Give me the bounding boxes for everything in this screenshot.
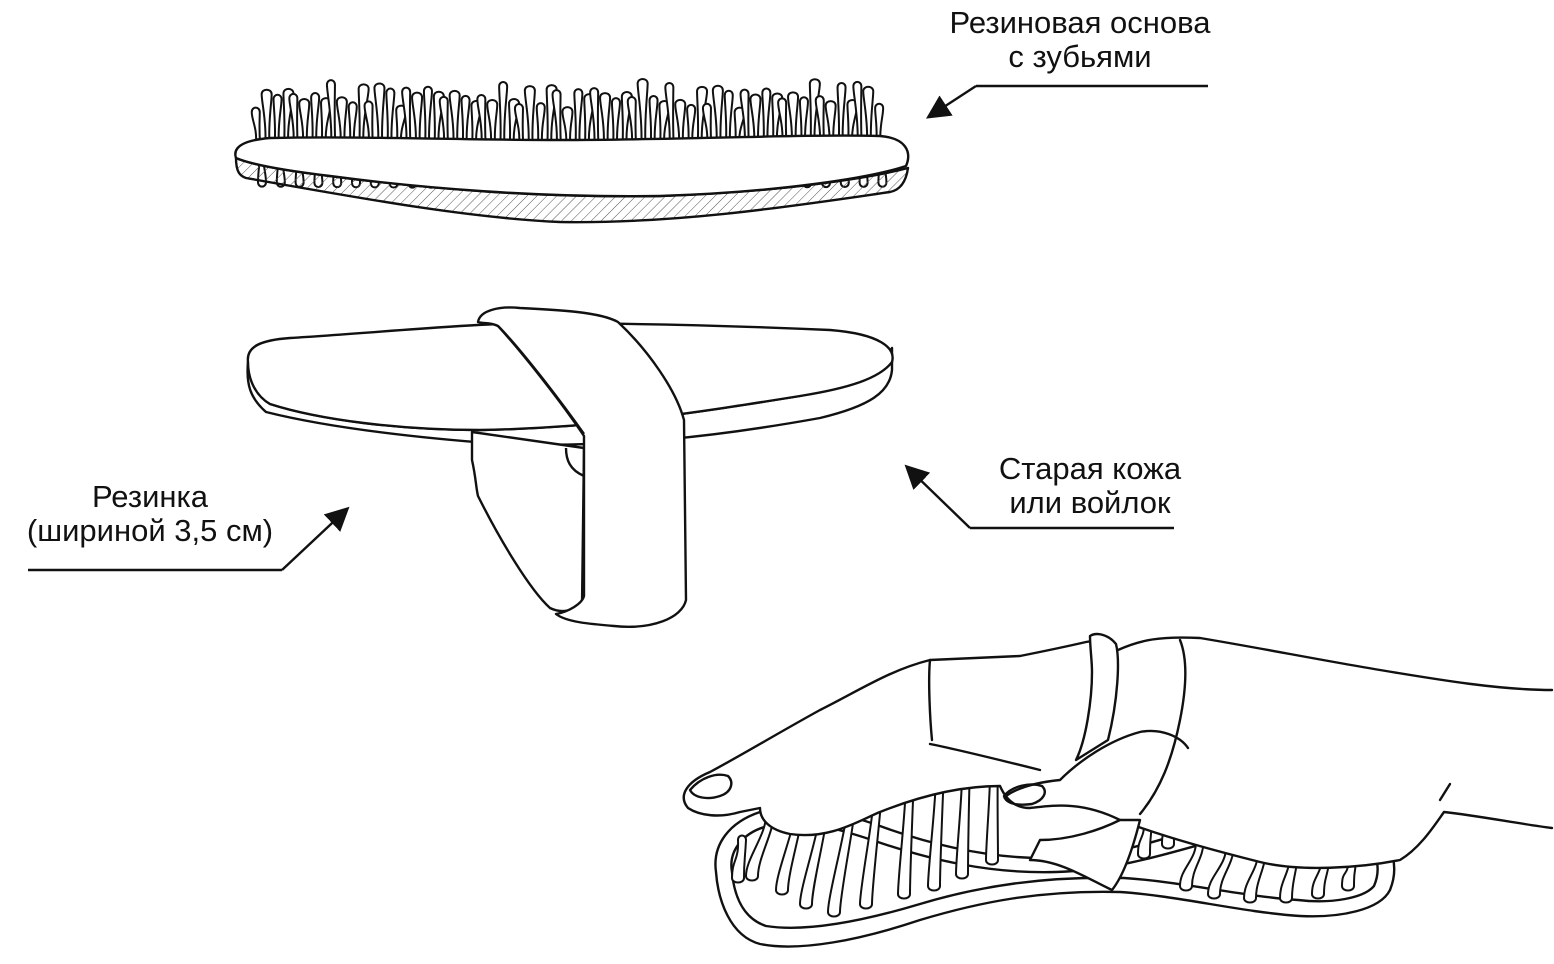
rubber-tooth [650,96,658,143]
rubber-tooth [252,108,260,143]
arrow-rubber-base [930,86,1208,116]
label-elastic-line2: (шириной 3,5 см) [0,514,300,548]
label-old-leather-line1: Старая кожа [940,452,1240,486]
rubber-tooth [675,100,685,144]
label-rubber-base: Резиновая основа с зубьями [920,6,1240,74]
rubber-tooth [838,83,846,143]
rubber-tooth [762,89,770,144]
label-old-leather-line2: или войлок [940,486,1240,520]
rubber-tooth [424,87,432,144]
rubber-tooth [386,89,394,144]
label-old-leather: Старая кожа или войлок [940,452,1240,520]
rubber-tooth [262,90,272,143]
label-rubber-base-line1: Резиновая основа [920,6,1240,40]
label-elastic-line1: Резинка [0,480,300,514]
rubber-tooth [337,97,347,143]
rubber-tooth [525,86,535,143]
label-elastic: Резинка (шириной 3,5 см) [0,480,300,548]
rubber-tooth [374,83,384,143]
rubber-base-with-teeth [235,79,908,222]
rubber-tooth [612,98,620,143]
rubber-tooth [462,96,470,144]
rubber-tooth [274,95,282,143]
rubber-tooth [311,93,319,143]
rubber-tooth [537,103,545,144]
label-rubber-base-line2: с зубьями [920,40,1240,74]
rubber-tooth [600,93,610,144]
rubber-tooth [863,87,873,143]
rubber-tooth [487,100,497,144]
rubber-tooth [562,107,572,143]
hand-holding-brush [684,634,1552,946]
rubber-tooth [412,93,422,144]
rubber-tooth [299,99,309,143]
rubber-tooth [725,91,733,143]
rubber-tooth [499,82,507,143]
rubber-tooth [713,86,723,144]
rubber-tooth [638,79,648,144]
rubber-tooth [574,89,582,144]
rubber-tooth [450,91,460,144]
